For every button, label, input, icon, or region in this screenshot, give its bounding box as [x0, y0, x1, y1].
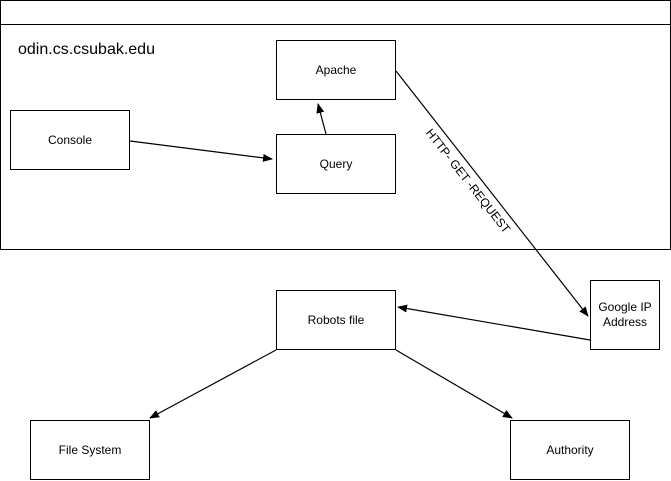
- file-system-label: File System: [58, 442, 122, 457]
- authority-node: Authority: [510, 420, 630, 480]
- file-system-node: File System: [30, 420, 150, 480]
- authority-label: Authority: [546, 442, 594, 457]
- edge-robots-to-file-system: [149, 349, 277, 419]
- container-title: odin.cs.csubak.edu: [18, 41, 155, 58]
- apache-node: Apache: [276, 40, 396, 100]
- google-ip-node: Google IP Address: [590, 280, 660, 350]
- console-label: Console: [47, 132, 93, 147]
- query-label: Query: [319, 156, 353, 171]
- robots-file-node: Robots file: [276, 290, 396, 350]
- edge-query-to-apache: [316, 103, 327, 135]
- apache-label: Apache: [315, 62, 357, 77]
- query-node: Query: [276, 134, 396, 194]
- edge-robots-to-authority: [395, 349, 513, 419]
- console-node: Console: [10, 110, 130, 170]
- container-header-bar: [1, 1, 670, 25]
- robots-file-label: Robots file: [307, 312, 365, 327]
- edge-console-to-query: [129, 140, 273, 162]
- edge-apache-to-google-ip: [395, 70, 589, 317]
- edge-google-ip-to-robots: [397, 304, 591, 341]
- google-ip-label: Google IP Address: [598, 300, 652, 329]
